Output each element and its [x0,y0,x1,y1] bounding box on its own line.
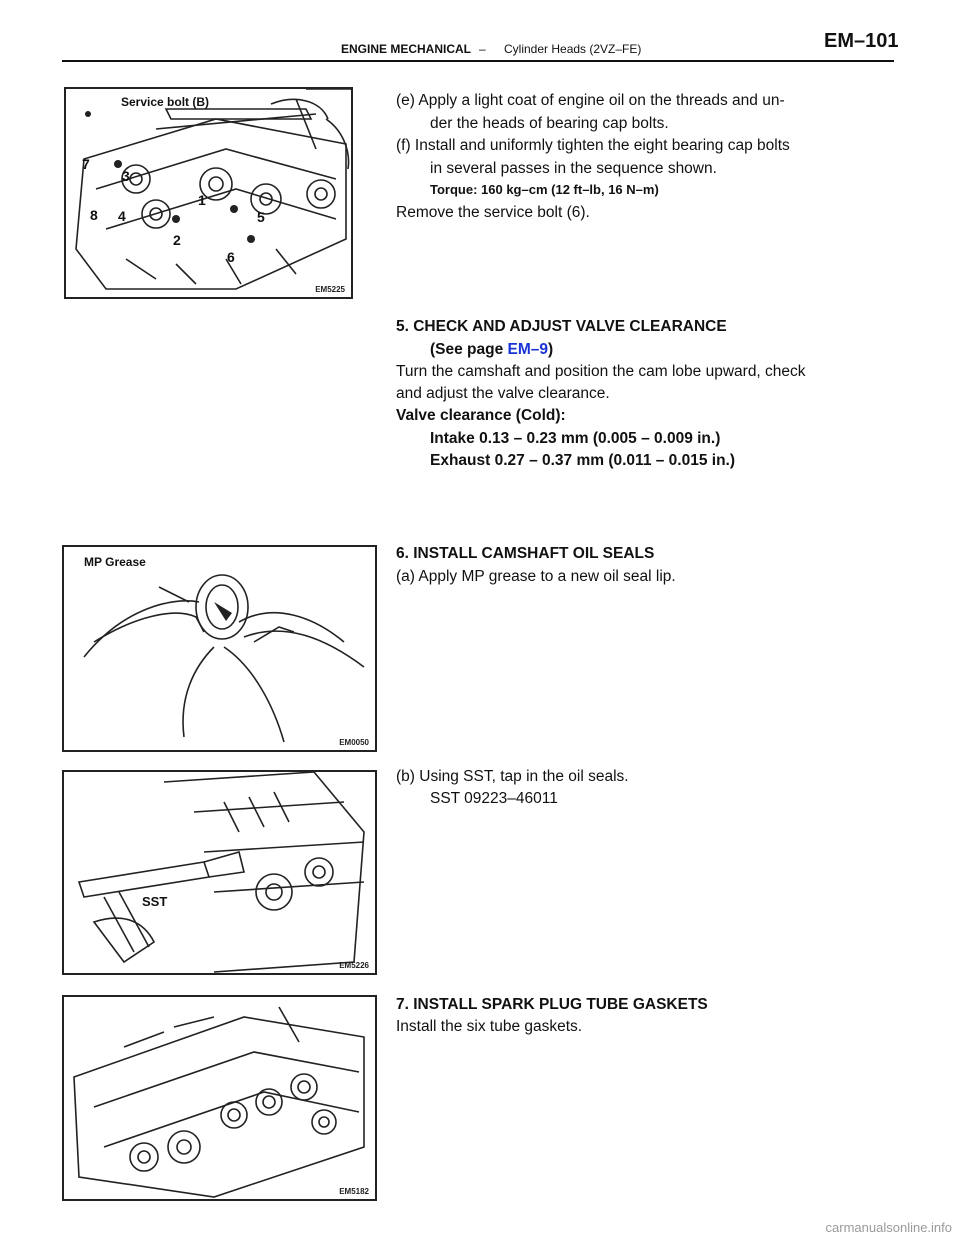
step-e: (e) Apply a light coat of engine oil on … [396,90,896,135]
header-subsection: Cylinder Heads (2VZ–FE) [504,42,642,56]
sequence-number: 5 [257,209,265,225]
figure-mp-grease: MP Grease EM0050 [62,545,377,752]
sequence-number: 2 [173,232,181,248]
page-number: EM–101 [824,30,899,52]
valve-clearance-intake: Intake 0.13 – 0.23 mm (0.005 – 0.009 in.… [430,430,721,447]
step7-line: Install the six tube gaskets. [396,1018,583,1035]
valve-clearance-title: Valve clearance (Cold): [396,407,566,424]
header-section: ENGINE MECHANICAL [341,42,472,56]
see-page-suffix: ) [548,341,554,358]
sequence-number: 4 [118,208,126,224]
see-page-prefix: (See page [430,341,508,358]
figure3-code: EM5226 [339,961,369,970]
step-e-line2: der the heads of bearing cap bolts. [430,114,669,132]
figure-spark-plug-tubes: EM5182 [62,995,377,1201]
figure1-code: EM5225 [315,285,345,294]
figure4-code: EM5182 [339,1187,369,1196]
figure2-code: EM0050 [339,738,369,747]
link-em-9[interactable]: EM–9 [507,341,549,358]
figure-bearing-cap-sequence: Service bolt (B) 7 3 8 4 1 2 5 6 EM5225 [64,87,353,299]
step6-a: (a) Apply MP grease to a new oil seal li… [396,568,676,585]
header-dash: – [479,42,486,56]
figure2-label-mp-grease: MP Grease [84,555,146,569]
valve-clearance-exhaust: Exhaust 0.27 – 0.37 mm (0.011 – 0.015 in… [430,452,736,469]
sequence-number: 6 [227,249,235,265]
sequence-number: 1 [198,192,206,208]
figure1-label-service-bolt: Service bolt (B) [121,95,210,109]
step-f-line1: (f) Install and uniformly tighten the ei… [396,137,790,154]
remove-service-bolt: Remove the service bolt (6). [396,204,590,221]
page-header: ENGINE MECHANICAL – Cylinder Heads (2VZ–… [0,0,960,64]
sequence-number: 7 [82,156,90,172]
step5-title: 5. CHECK AND ADJUST VALVE CLEARANCE [396,318,727,335]
figure-sst-tap-seal: SST EM5226 [62,770,377,975]
step6-b: (b) Using SST, tap in the oil seals. [396,768,629,785]
watermark: carmanualsonline.info [825,1220,952,1235]
step5-see-page: (See page EM–9) [396,339,553,362]
torque-spec: Torque: 160 kg–cm (12 ft–lb, 16 N–m) [430,182,659,197]
spark-plug-tube-illustration [73,1006,365,1198]
step5-line1: Turn the camshaft and position the cam l… [396,363,806,380]
sequence-number: 8 [90,207,98,223]
figure3-label-sst: SST [142,894,168,909]
sst-hammer-illustration [77,772,365,973]
step-f: (f) Install and uniformly tighten the ei… [396,135,896,180]
step-f-line2: in several passes in the sequence shown. [430,159,717,177]
step6-title: 6. INSTALL CAMSHAFT OIL SEALS [396,545,655,562]
step5-line2: and adjust the valve clearance. [396,385,610,402]
sequence-number: 3 [122,168,130,184]
cylinder-head-illustration [75,89,351,290]
step6-sst: SST 09223–46011 [430,790,558,807]
step7-title: 7. INSTALL SPARK PLUG TUBE GASKETS [396,996,708,1013]
header-rule [62,60,894,62]
oil-seal-hands-illustration [83,574,365,743]
step-e-line1: (e) Apply a light coat of engine oil on … [396,92,785,109]
